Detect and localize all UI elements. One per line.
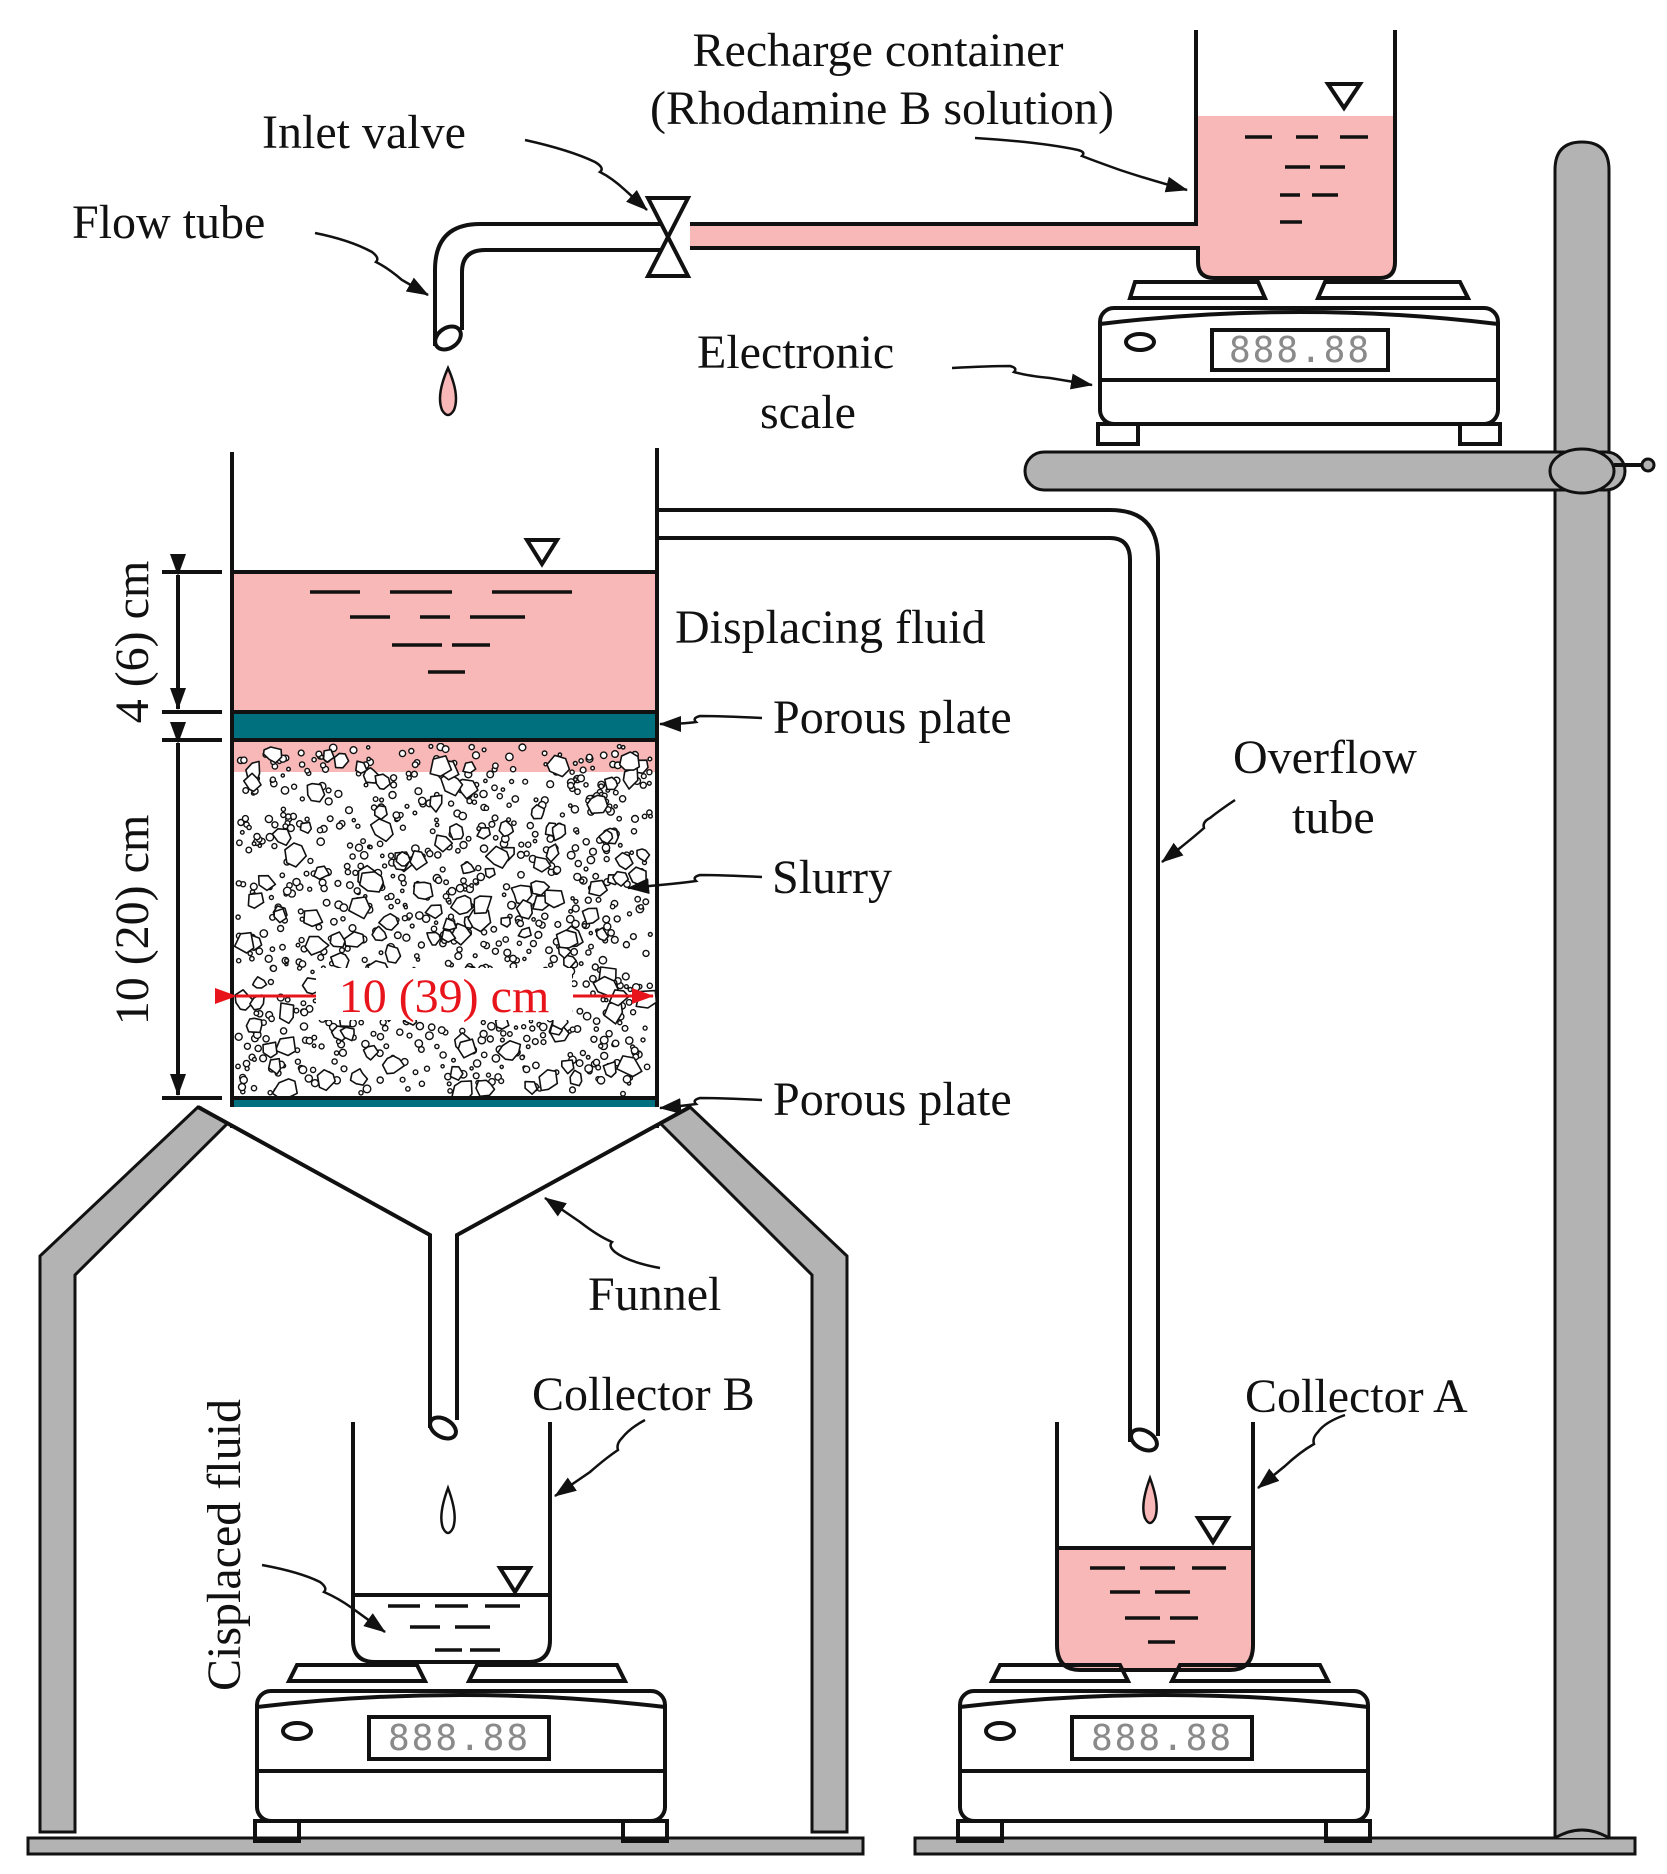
displaced-fluid-label: Cisplaced fluid: [198, 1399, 251, 1691]
porous-plate-top: [230, 710, 659, 742]
inlet-valve-label: Inlet valve: [262, 106, 466, 159]
diameter-label: 10 (39) cm: [339, 970, 550, 1023]
flow-tube: [433, 222, 662, 417]
porous-plate-top-label: Porous plate: [773, 691, 1012, 744]
electronic-scale-top: 888.88: [1096, 280, 1502, 446]
dimension-diameter: 10 (39) cm: [215, 968, 654, 1023]
scale-readout-a: 888.88: [1091, 1718, 1233, 1759]
fluid-height-label: 4 (6) cm: [106, 561, 159, 724]
support-stand: [913, 140, 1656, 1856]
collector-b: [351, 1422, 552, 1664]
recharge-container-label: Recharge container: [693, 24, 1064, 77]
collector-b-label: Collector B: [532, 1368, 755, 1421]
electronic-scale-collector-a: 888.88: [956, 1663, 1372, 1843]
flow-tube-label: Flow tube: [72, 196, 265, 249]
displacing-fluid-label: Displacing fluid: [675, 601, 986, 654]
inlet-valve[interactable]: [644, 196, 692, 278]
slurry-label: Slurry: [772, 851, 892, 904]
leader-lines: [261, 136, 1346, 1634]
slurry-layer: [230, 738, 659, 1100]
funnel: [197, 1105, 691, 1535]
dimension-fluid-height: 4 (6) cm: [106, 554, 222, 724]
slurry-height-label: 10 (20) cm: [106, 815, 159, 1026]
dimension-slurry-height: 10 (20) cm: [106, 722, 222, 1100]
collector-a: [1055, 1422, 1255, 1672]
electronic-scale-label: Electronic: [697, 326, 894, 379]
scale-readout-top: 888.88: [1229, 330, 1371, 371]
recharge-container-sublabel: (Rhodamine B solution): [650, 82, 1114, 135]
overflow-tube: [657, 508, 1160, 1525]
overflow-tube-label: Overflow: [1233, 731, 1417, 784]
overflow-tube-sublabel: tube: [1292, 791, 1375, 844]
funnel-label: Funnel: [588, 1268, 721, 1321]
porous-plate-bottom-label: Porous plate: [773, 1073, 1012, 1126]
collector-a-label: Collector A: [1245, 1370, 1468, 1423]
scale-readout-b: 888.88: [388, 1718, 530, 1759]
clamp-knob[interactable]: [1548, 447, 1616, 495]
electronic-scale-sublabel: scale: [760, 386, 856, 439]
recharge-container: [690, 30, 1397, 280]
electronic-scale-collector-b: 888.88: [253, 1663, 669, 1843]
